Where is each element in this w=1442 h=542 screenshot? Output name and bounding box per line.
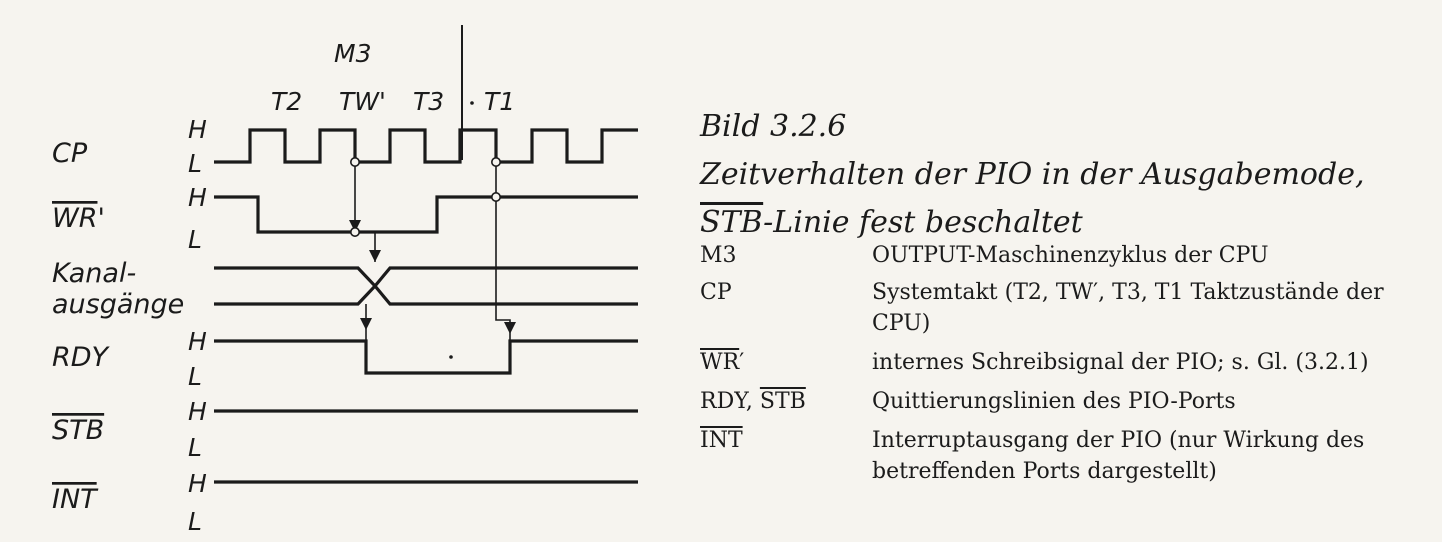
legend-key-cp: CP xyxy=(700,280,732,305)
cp-level-h: H xyxy=(188,115,207,144)
stb-label: STB xyxy=(52,415,104,446)
legend-key-int: INT xyxy=(700,428,743,453)
rdy-label: RDY xyxy=(52,342,111,373)
int-level-h: H xyxy=(188,469,207,498)
marker-cp-t1 xyxy=(490,157,501,168)
time-label-t2: T2 xyxy=(271,87,302,116)
legend-key-m3: M3 xyxy=(700,243,737,268)
time-label-tw: TW' xyxy=(339,87,386,116)
title-line2-rest: -Linie fest beschaltet xyxy=(763,205,1083,240)
legend-row-int: INT Interruptausgang der PIO (nur Wirkun… xyxy=(700,425,1435,487)
arrow-head-kanal xyxy=(369,250,381,262)
arrow-wr-to-kanal xyxy=(355,231,376,262)
time-label-t1: T1 xyxy=(484,87,515,116)
legend-row-rdy: RDY, STB Quittierungslinien des PIO-Port… xyxy=(700,386,1435,417)
legend-text-cp: Systemtakt (T2, TW′, T3, T1 Taktzustände… xyxy=(872,280,1384,336)
boundary-dot xyxy=(470,101,474,105)
rdy-waveform xyxy=(214,339,638,375)
causal-arrows xyxy=(349,157,516,341)
legend-key-wr: WR′ xyxy=(700,350,745,375)
legend-row-m3: M3 OUTPUT-Maschinenzyklus der CPU xyxy=(700,240,1435,271)
legend-row-cp: CP Systemtakt (T2, TW′, T3, T1 Taktzustä… xyxy=(700,277,1435,339)
rdy-level-l: L xyxy=(188,362,202,391)
legend: M3 OUTPUT-Maschinenzyklus der CPU CP Sys… xyxy=(700,240,1435,495)
int-level-l: L xyxy=(188,507,202,536)
figure-caption: Bild 3.2.6 Zeitverhalten der PIO in der … xyxy=(700,103,1430,247)
wr-level-l: L xyxy=(188,225,202,254)
wr-level-h: H xyxy=(188,183,207,212)
figure-title-line2: STB-Linie fest beschaltet xyxy=(700,199,1430,247)
stb-level-h: H xyxy=(188,397,207,426)
cp-waveform xyxy=(214,128,638,164)
kanal-output-lower xyxy=(214,283,638,306)
arrow-t1-to-rdy xyxy=(495,162,511,341)
arrow-head-rdy-rise xyxy=(504,322,516,334)
kanal-label-line2: ausgänge xyxy=(52,289,184,320)
cp-label: CP xyxy=(52,138,88,169)
legend-text-rdy-stb: Quittierungslinien des PIO-Ports xyxy=(872,389,1236,414)
legend-row-wr: WR′ internes Schreibsignal der PIO; s. G… xyxy=(700,347,1435,378)
kanal-label-line1: Kanal- xyxy=(52,258,136,289)
figure-title-line1: Zeitverhalten der PIO in der Ausgabemode… xyxy=(700,157,1365,192)
legend-text-wr: internes Schreibsignal der PIO; s. Gl. (… xyxy=(872,350,1369,375)
kanal-output-upper xyxy=(214,266,638,289)
wr-label: WR' xyxy=(52,203,105,234)
legend-text-int: Interruptausgang der PIO (nur Wirkung de… xyxy=(872,428,1365,484)
marker-wr-rise xyxy=(490,192,501,203)
int-label: INT xyxy=(52,484,99,515)
timing-diagram: M3 T2 TW' T3 T1 CP H L WR' H L Kanal- au… xyxy=(52,25,638,536)
arrow-head-rdy-fall xyxy=(360,318,372,330)
arrow-head-wr xyxy=(349,220,361,232)
figure-number: Bild 3.2.6 xyxy=(700,109,847,144)
title-stb: STB xyxy=(700,205,764,240)
legend-key-rdy-stb: RDY, STB xyxy=(700,389,806,414)
time-label-m3: M3 xyxy=(334,39,371,68)
marker-cp-tw xyxy=(349,157,360,168)
marker-wr-low xyxy=(349,227,360,238)
cp-level-l: L xyxy=(188,149,202,178)
time-label-t3: T3 xyxy=(413,87,444,116)
legend-text-m3: OUTPUT-Maschinenzyklus der CPU xyxy=(872,243,1269,268)
stb-level-l: L xyxy=(188,433,202,462)
rdy-level-h: H xyxy=(188,327,207,356)
rdy-dot xyxy=(449,355,453,359)
wr-waveform xyxy=(214,195,638,234)
